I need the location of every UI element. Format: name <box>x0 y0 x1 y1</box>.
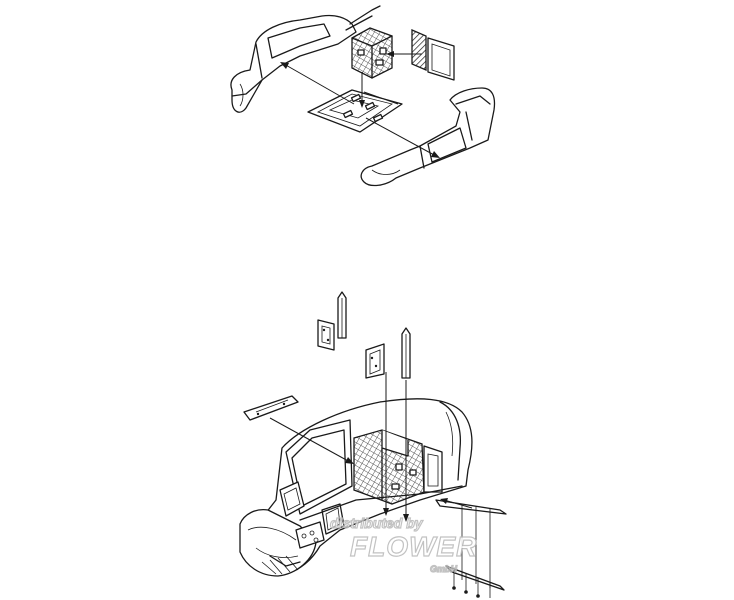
watermark-line1: distributed by <box>330 515 424 531</box>
external-rack <box>435 499 507 598</box>
watermark-line3: GmbH <box>430 564 458 574</box>
lower-assembly <box>239 291 507 598</box>
right-cabin-wall <box>360 87 496 187</box>
upper-assembly <box>230 5 496 187</box>
side-panel <box>411 29 455 81</box>
lower-arrows <box>269 372 473 522</box>
watermark-line2: FLOWER <box>350 531 477 562</box>
rear-bulkhead-box <box>351 27 393 79</box>
upper-arrows <box>280 51 440 158</box>
loose-parts <box>243 291 411 421</box>
left-cabin-wall <box>230 5 381 113</box>
watermark: distributed by FLOWER GmbH <box>329 514 477 574</box>
cabin-floor-plate <box>307 89 403 133</box>
